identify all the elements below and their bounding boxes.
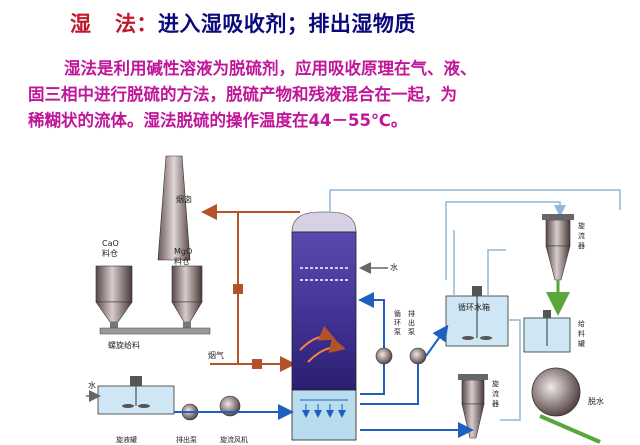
cao-bin-label-1: CaO (102, 239, 119, 248)
cao-bin (95, 265, 133, 330)
paragraph-line-1: 湿法是利用碱性溶液为脱硫剂，应用吸收原理在气、液、 (64, 59, 477, 78)
mixing-tank (97, 376, 175, 415)
flue-gas-label: 烟气 (208, 350, 224, 360)
circ-pump-label-2: 环 (394, 319, 401, 327)
recycle-line-top (329, 189, 621, 212)
paragraph-line-3: 稀糊状的流体。湿法脱硫的操作温度在44－55℃。 (28, 108, 628, 134)
feed-tank-label-2: 料 (578, 329, 585, 338)
tower-water-label: 水 (390, 262, 398, 272)
description-paragraph: 湿法是利用碱性溶液为脱硫剂，应用吸收原理在气、液、 固三相中进行脱硫的方法，脱硫… (28, 56, 628, 134)
screw-feeder-label: 螺旋给料 (108, 340, 140, 350)
title-keyword-2: 法： (114, 12, 158, 36)
top-cyclone (542, 214, 574, 281)
discharge-pump (409, 347, 427, 365)
out-pump-label-1: 排 (408, 309, 415, 318)
chimney (157, 155, 191, 261)
cyclone-top-label-3: 器 (578, 242, 585, 250)
dewater-output (539, 414, 601, 444)
cyclone-bot-label-3: 器 (492, 400, 499, 408)
screw-feeder (99, 327, 211, 335)
left-water-label: 水 (88, 380, 96, 390)
circulation-water-tank (445, 286, 509, 347)
chimney-label: 烟囱 (176, 194, 192, 204)
operating-temperature: 44－55℃ (308, 111, 391, 130)
dewatering-drum (531, 367, 581, 417)
feed-tank-label-1: 给 (578, 319, 585, 328)
bottom-label-1: 旋液罐 (116, 435, 137, 444)
process-flow-diagram: 烟囱 烟气 水 CaO 料仓 MgO 料仓 螺旋给料 (86, 155, 621, 444)
pump-to-tank-pipe (425, 324, 449, 357)
circ-pump-label-3: 泵 (394, 328, 401, 336)
dewater-label: 脱水 (588, 396, 604, 406)
recycle-line-bottom (500, 319, 521, 421)
recycle-line-cyclone (445, 201, 566, 280)
recycle-line-right (487, 249, 506, 296)
discharge-pipe (360, 364, 419, 405)
cao-bin-label-2: 料仓 (102, 248, 118, 258)
circulation-return-pipe (358, 292, 385, 348)
cyclone-bot-label-1: 旋 (492, 379, 499, 388)
cyclone-top-label-1: 旋 (578, 221, 585, 230)
paragraph-line-2: 固三相中进行脱硫的方法，脱硫产物和残液混合在一起，为 (28, 85, 457, 104)
circulation-pipe (360, 364, 385, 395)
title-rest: 进入湿吸收剂；排出湿物质 (157, 12, 416, 36)
out-pump-label-3: 泵 (408, 328, 415, 336)
bottom-cyclone (458, 374, 488, 439)
absorption-tower (291, 211, 357, 441)
page-title: 湿 法：进入湿吸收剂；排出湿物质 (70, 8, 416, 38)
bottom-label-2: 排出泵 (176, 435, 197, 444)
mgo-bin-label-1: MgO (174, 247, 192, 256)
circulation-pump (375, 347, 393, 365)
circ-tank-label: 循环水箱 (458, 302, 490, 312)
mgo-bin-label-2: 料仓 (174, 256, 190, 266)
feed-tank-label-3: 罐 (578, 339, 585, 348)
out-pump-label-2: 出 (408, 318, 415, 327)
paragraph-line-3-post: 。 (390, 111, 408, 130)
damper-top (233, 284, 243, 294)
bottom-label-3: 旋流风机 (220, 435, 248, 444)
paragraph-line-3-pre: 稀糊状的流体。湿法脱硫的操作温度在 (28, 111, 309, 130)
feed-tank (523, 310, 571, 353)
cyclone-top-label-2: 流 (578, 231, 585, 240)
mgo-bin (171, 265, 203, 330)
title-keyword: 湿 (70, 12, 92, 36)
cyclone-bot-label-2: 流 (492, 389, 499, 398)
circ-pump-label-1: 循 (394, 309, 401, 318)
